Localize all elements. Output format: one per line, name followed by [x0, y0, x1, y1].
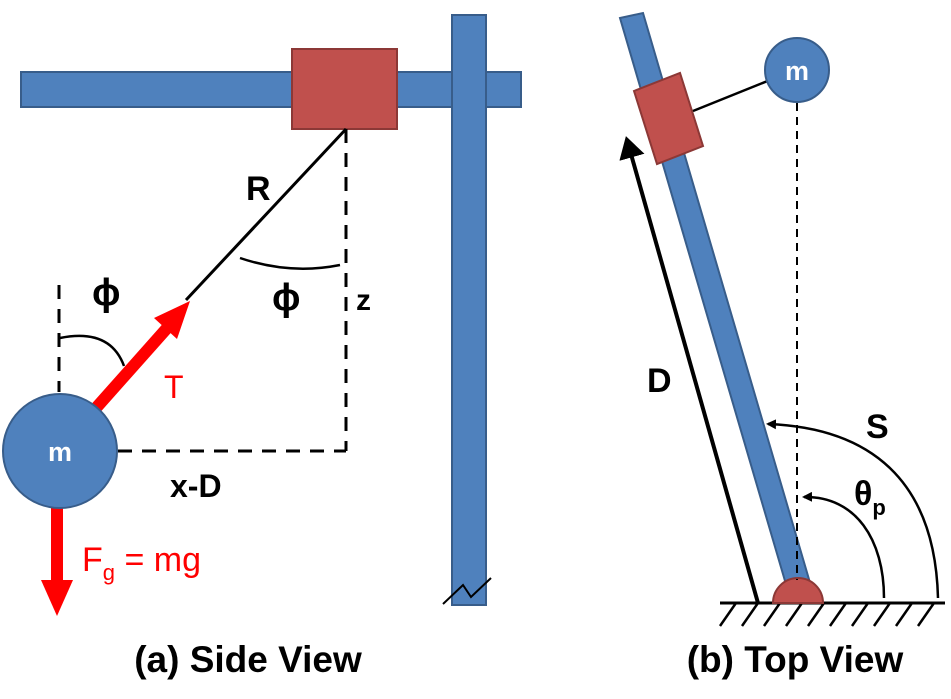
- top-view-caption: (b) Top View: [687, 639, 904, 680]
- top-sliding-block: [632, 71, 705, 166]
- gravity-arrow-head: [41, 580, 73, 616]
- post-break-symbol: [442, 577, 492, 605]
- side-mass-label: m: [48, 437, 72, 467]
- offset-label-xd: x-D: [170, 468, 222, 504]
- height-label-z: z: [356, 284, 371, 317]
- side-view-caption: (a) Side View: [134, 639, 362, 680]
- angle-label-inner: ϕ: [272, 277, 300, 319]
- side-sliding-block: [291, 48, 398, 130]
- tension-arrow-head: [154, 301, 190, 339]
- tension-label: T: [164, 369, 184, 405]
- length-label-r: R: [246, 170, 271, 208]
- arc-label-s: S: [866, 408, 889, 446]
- tension-arrow-shaft: [91, 323, 173, 412]
- top-view: m D S θp (b) Top View: [618, 11, 945, 680]
- arc-arrow-theta: [802, 491, 886, 599]
- angle-label-outer: ϕ: [92, 272, 120, 314]
- distance-label-d: D: [647, 362, 672, 400]
- side-horizontal-beam: [20, 71, 522, 108]
- pivot-base: [771, 577, 825, 604]
- ground-hatching: [718, 602, 936, 627]
- top-mass: [764, 37, 830, 103]
- arc-arrow-s: [766, 419, 940, 599]
- angle-arc-outer: [59, 334, 126, 367]
- angle-arc-inner: [239, 256, 341, 270]
- side-mass: [2, 393, 118, 509]
- side-view: m R ϕ ϕ z x-D T Fg = mg (a) Side View: [2, 14, 522, 680]
- distance-arrow-d: [619, 136, 760, 604]
- gravity-label: Fg = mg: [82, 541, 201, 585]
- side-vertical-post: [451, 14, 487, 606]
- top-mass-label: m: [785, 56, 809, 86]
- top-rope: [692, 78, 771, 113]
- angle-label-theta: θp: [854, 475, 886, 520]
- rope-r: [184, 127, 348, 302]
